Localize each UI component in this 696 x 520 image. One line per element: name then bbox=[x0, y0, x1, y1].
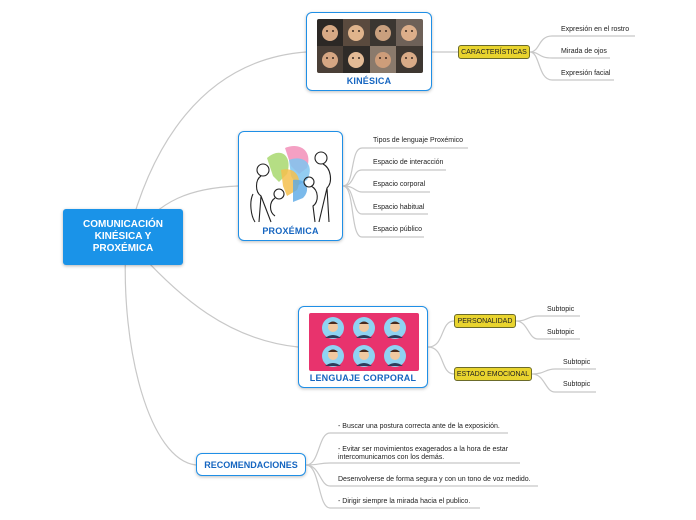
recomendaciones-title: RECOMENDACIONES bbox=[204, 459, 298, 470]
connector-len-e-items bbox=[531, 368, 596, 393]
recommendation-item[interactable]: - Buscar una postura correcta ante de la… bbox=[338, 423, 500, 430]
speech-people-illustration bbox=[250, 146, 332, 223]
kinesica-item[interactable]: Mirada de ojos bbox=[561, 48, 607, 55]
avatars-image bbox=[309, 313, 419, 371]
subtopic-item[interactable]: Subtopic bbox=[563, 381, 591, 388]
faces-image bbox=[317, 19, 423, 73]
proxemica-item[interactable]: Tipos de lenguaje Proxémico bbox=[373, 137, 464, 144]
proxemica-item[interactable]: Espacio público bbox=[373, 226, 423, 233]
connector-kinesica bbox=[127, 51, 307, 238]
proxemica-item[interactable]: Espacio corporal bbox=[373, 181, 426, 188]
lenguaje-corporal-node[interactable]: LENGUAJE CORPORAL bbox=[298, 306, 428, 388]
central-label: COMUNICACIÓN KINÉSICA Y PROXÉMICA bbox=[83, 219, 163, 254]
personalidad-tag-label: PERSONALIDAD bbox=[457, 317, 513, 325]
kinesica-title: KINÉSICA bbox=[346, 76, 392, 86]
recomendaciones-node[interactable]: RECOMENDACIONES bbox=[196, 453, 306, 476]
personalidad-tag[interactable]: PERSONALIDAD bbox=[454, 314, 516, 328]
subtopic-item[interactable]: Subtopic bbox=[563, 359, 591, 366]
kinesica-tag-label: CARACTERÍSTICAS bbox=[461, 48, 527, 56]
estado-emocional-tag[interactable]: ESTADO EMOCIONAL bbox=[454, 367, 532, 381]
kinesica-node[interactable]: KINÉSICA bbox=[306, 12, 432, 91]
kinesica-tag[interactable]: CARACTERÍSTICAS bbox=[458, 45, 530, 59]
proxemica-item[interactable]: Espacio habitual bbox=[373, 204, 425, 211]
subtopic-item[interactable]: Subtopic bbox=[547, 329, 575, 336]
kinesica-item[interactable]: Expresión facial bbox=[561, 70, 611, 77]
kinesica-item[interactable]: Expresión en el rostro bbox=[561, 26, 630, 33]
proxemica-node[interactable]: PROXÉMICA bbox=[238, 131, 343, 241]
connector-kin-items bbox=[529, 35, 635, 81]
connector-len-p-items bbox=[515, 315, 580, 340]
connector-prox-items bbox=[342, 147, 468, 238]
lenguaje-corporal-title: LENGUAJE CORPORAL bbox=[309, 373, 417, 383]
faces-grid bbox=[317, 19, 423, 73]
connector-recomendaciones bbox=[124, 241, 197, 466]
recommendation-item[interactable]: Desenvolverse de forma segura y con un t… bbox=[338, 476, 531, 483]
connector-rec-items bbox=[305, 432, 538, 509]
faces-illustration bbox=[317, 19, 423, 73]
subtopic-item[interactable]: Subtopic bbox=[547, 306, 575, 313]
avatars-illustration bbox=[322, 317, 406, 367]
recommendation-item[interactable]: - Dirigir siempre la mirada hacia el pub… bbox=[338, 498, 471, 505]
central-node[interactable]: COMUNICACIÓN KINÉSICA Y PROXÉMICA bbox=[63, 209, 183, 265]
recommendation-item[interactable]: - Evitar ser movimientos exagerados a la… bbox=[338, 446, 509, 461]
estado-emocional-tag-label: ESTADO EMOCIONAL bbox=[456, 370, 530, 378]
proxemica-item[interactable]: Espacio de interacción bbox=[373, 159, 444, 166]
connector-len-tags bbox=[427, 320, 455, 375]
proxemica-title: PROXÉMICA bbox=[262, 226, 319, 236]
